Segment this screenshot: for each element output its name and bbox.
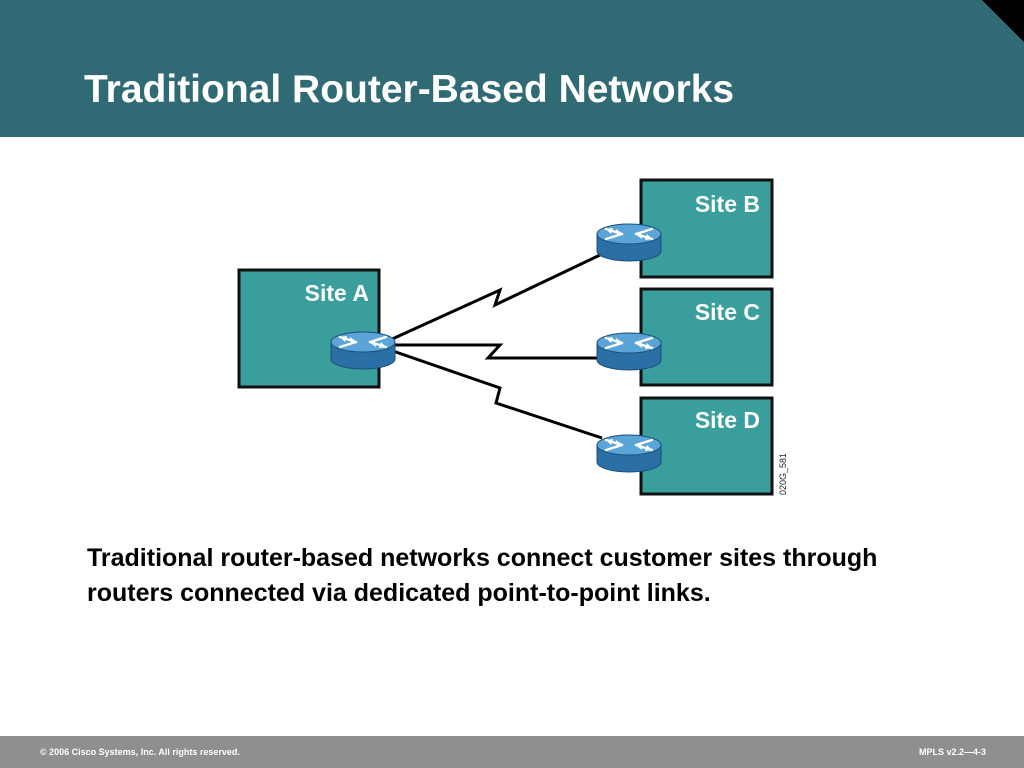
slide-title: Traditional Router-Based Networks <box>84 68 735 111</box>
site-d-label: Site D <box>695 407 760 433</box>
site-a-box: Site A <box>237 268 381 389</box>
link-a-c <box>390 343 602 360</box>
header-corner-triangle <box>982 0 1024 42</box>
slide-header: Traditional Router-Based Networks <box>0 0 1024 137</box>
copyright-text: © 2006 Cisco Systems, Inc. All rights re… <box>40 747 240 757</box>
network-diagram: Site A Site B Site C Site D 020G_581 <box>237 178 788 496</box>
site-b-box: Site B <box>639 178 774 279</box>
site-c-box: Site C <box>639 287 774 387</box>
site-d-box: Site D <box>639 396 774 496</box>
site-a-label: Site A <box>305 280 369 306</box>
slide-footer: © 2006 Cisco Systems, Inc. All rights re… <box>0 736 1024 768</box>
site-c-label: Site C <box>695 299 760 325</box>
course-label: MPLS v2.2—4-3 <box>918 747 986 757</box>
router-icon <box>330 331 396 371</box>
router-icon <box>596 332 662 372</box>
site-b-label: Site B <box>695 191 760 217</box>
caption-text: Traditional router-based networks connec… <box>87 544 878 607</box>
link-a-d <box>389 348 603 440</box>
router-icon <box>596 223 662 263</box>
figure-id: 020G_581 <box>778 453 788 495</box>
link-a-b <box>389 253 601 342</box>
router-icon <box>596 434 662 474</box>
